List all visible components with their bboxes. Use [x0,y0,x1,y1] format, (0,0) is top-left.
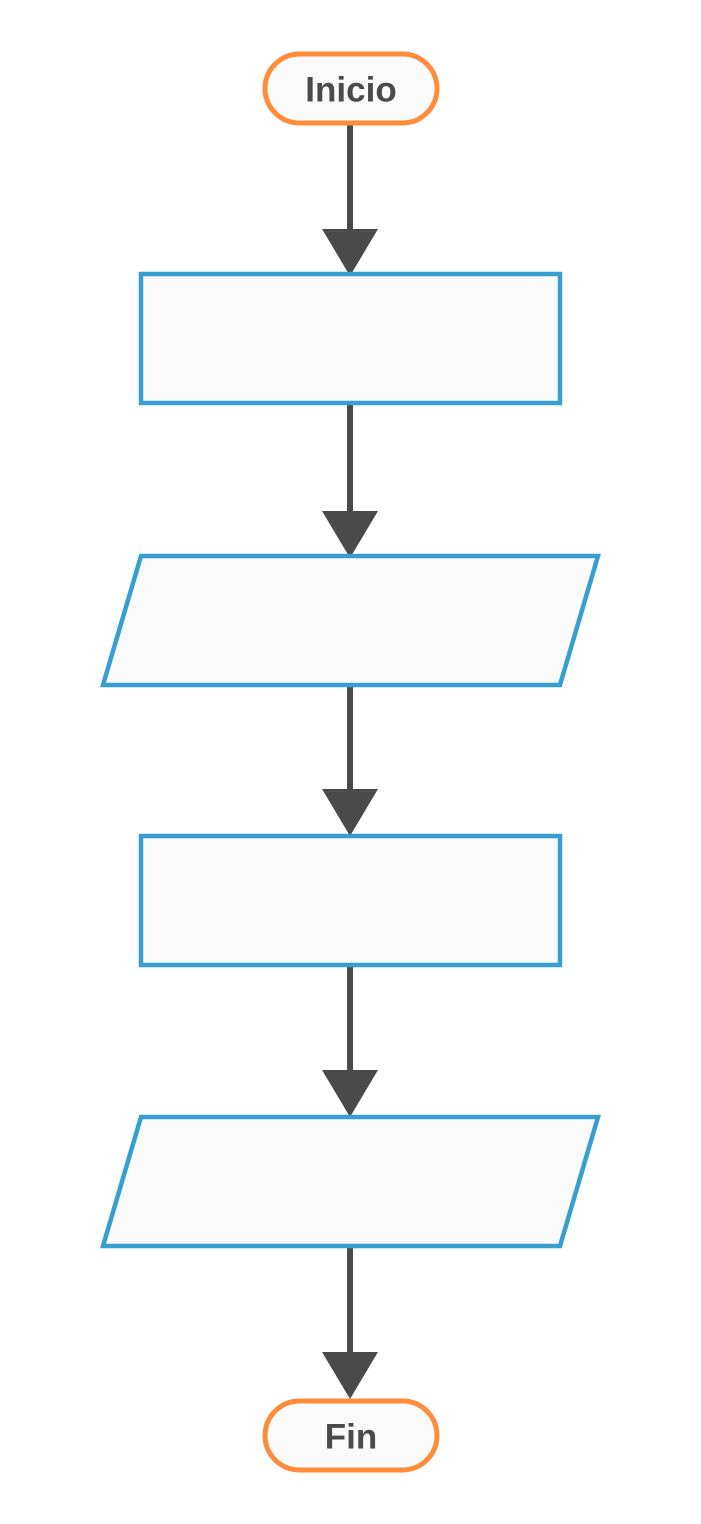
arrowhead-icon [322,1070,378,1117]
end-terminal-shape [262,1398,440,1473]
arrowhead-icon [322,1352,378,1399]
process-step-3 [138,833,563,968]
io-step-4 [99,1114,602,1249]
arrowhead-icon [322,229,378,276]
arrowhead-icon [322,789,378,836]
connector-step2-to-step3 [322,686,378,836]
connectors [322,124,378,1399]
end-node: Fin [262,1398,440,1473]
process-box [138,833,563,968]
start-node: Inicio [262,51,440,126]
connector-step1-to-step2 [322,405,378,558]
io-parallelogram [99,553,602,688]
arrowhead-icon [322,511,378,558]
process-box [138,271,563,406]
connector-step4-to-end [322,1247,378,1399]
connector-step3-to-step4 [322,966,378,1117]
start-label: Inicio [305,71,396,110]
connector-start-to-step1 [322,124,378,276]
end-label: Fin [325,1418,377,1457]
io-step-2 [99,553,602,688]
io-parallelogram [99,1114,602,1249]
start-terminal-shape [262,51,440,126]
process-step-1 [138,271,563,406]
